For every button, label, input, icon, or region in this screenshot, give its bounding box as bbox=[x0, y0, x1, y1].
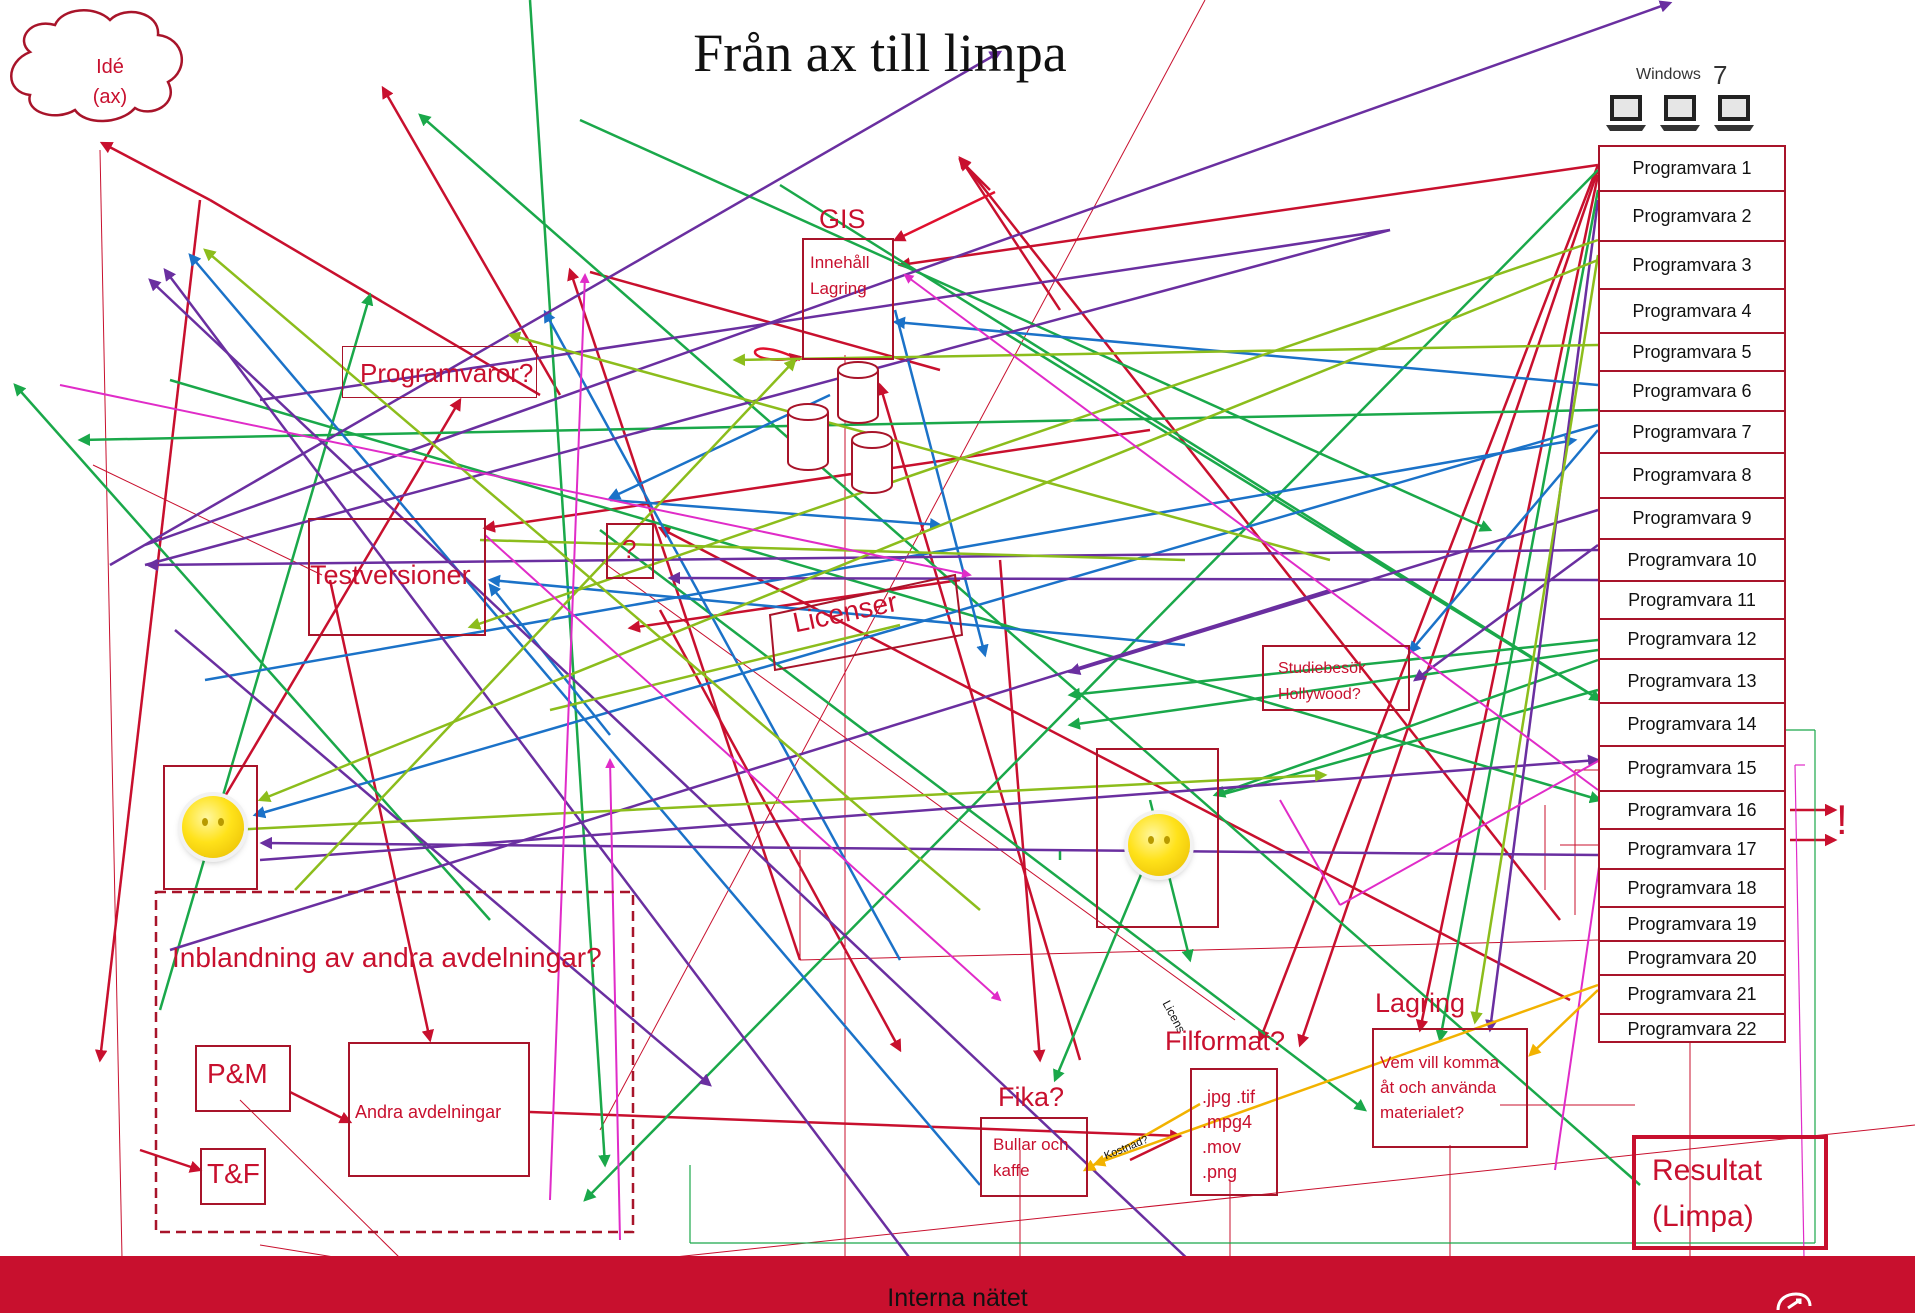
programvaror-label: Programvaror? bbox=[360, 358, 534, 388]
gis-title: GIS bbox=[819, 204, 866, 234]
idea-label: Idé (ax) bbox=[92, 56, 128, 108]
licenser-box bbox=[768, 573, 964, 672]
software-item: Programvara 20 bbox=[1598, 940, 1786, 974]
fika-content: Bullar och kaffe bbox=[993, 1135, 1069, 1180]
programvaror-box bbox=[342, 346, 537, 398]
software-item: Programvara 13 bbox=[1598, 658, 1786, 702]
tf-label: T&F bbox=[207, 1158, 260, 1189]
testversioner-box bbox=[308, 518, 486, 636]
magenta-arrows bbox=[59, 273, 1601, 1241]
gis-box bbox=[802, 238, 894, 360]
smiley-box-right bbox=[1096, 748, 1219, 928]
software-item: Programvara 18 bbox=[1598, 868, 1786, 906]
andra-avdelningar-box bbox=[348, 1042, 530, 1177]
software-item: Programvara 3 bbox=[1598, 240, 1786, 288]
windows-version: 7 bbox=[1713, 60, 1728, 90]
pm-label: P&M bbox=[207, 1058, 268, 1089]
gis-content: Innehåll Lagring bbox=[810, 253, 870, 298]
software-item: Programvara 12 bbox=[1598, 618, 1786, 658]
studiebesok-box bbox=[1262, 645, 1410, 711]
software-item: Programvara 8 bbox=[1598, 452, 1786, 497]
laptop-icons bbox=[1606, 95, 1754, 131]
smiley-icon bbox=[1128, 814, 1190, 876]
software-item: Programvara 19 bbox=[1598, 906, 1786, 940]
question-box bbox=[606, 523, 654, 579]
resultat-box bbox=[1632, 1135, 1828, 1250]
filformat-title: Filformat? bbox=[1165, 1026, 1286, 1056]
magenta-thin bbox=[1794, 764, 1806, 1313]
software-item: Programvara 22 bbox=[1598, 1013, 1786, 1043]
software-item: Programvara 14 bbox=[1598, 702, 1786, 745]
software-item: Programvara 17 bbox=[1598, 828, 1786, 868]
exclamation-label: ! bbox=[1836, 796, 1848, 843]
lagring-title: Lagring bbox=[1375, 988, 1466, 1018]
idea-cloud-icon bbox=[10, 9, 184, 123]
software-item: Programvara 7 bbox=[1598, 410, 1786, 452]
page-title: Från ax till limpa bbox=[693, 23, 1067, 83]
red-arrows bbox=[94, 85, 1838, 1173]
software-item: Programvara 10 bbox=[1598, 538, 1786, 580]
software-item: Programvara 2 bbox=[1598, 190, 1786, 240]
orange-arrows bbox=[1082, 983, 1599, 1172]
resultat-label: Resultat (Limpa) bbox=[1652, 1154, 1763, 1233]
software-item: Programvara 21 bbox=[1598, 974, 1786, 1013]
software-item: Programvara 11 bbox=[1598, 580, 1786, 618]
footer-logo-icon bbox=[1776, 1292, 1812, 1311]
footer-bar bbox=[0, 1256, 1915, 1313]
lime-arrows bbox=[203, 238, 1600, 1025]
fika-title: Fika? bbox=[998, 1082, 1065, 1112]
filformat-content: .jpg .tif .mpg4 .mov .png bbox=[1202, 1087, 1256, 1182]
lagring-box bbox=[1372, 1028, 1528, 1148]
footer-label: Interna nätet bbox=[887, 1284, 1028, 1312]
smiley-box-left bbox=[163, 765, 258, 890]
software-item: Programvara 1 bbox=[1598, 145, 1786, 190]
database-cylinders bbox=[787, 361, 893, 494]
inblandning-label: Inblandning av andra avdelningar? bbox=[172, 942, 602, 973]
testversioner-label: Testversioner bbox=[310, 560, 471, 590]
andra-avdelningar-label: Andra avdelningar bbox=[355, 1102, 502, 1122]
software-item: Programvara 6 bbox=[1598, 370, 1786, 410]
inblandning-dashed-box bbox=[154, 890, 635, 1234]
software-item: Programvara 4 bbox=[1598, 288, 1786, 332]
tf-box bbox=[200, 1148, 266, 1205]
software-item: Programvara 15 bbox=[1598, 745, 1786, 790]
software-item: Programvara 9 bbox=[1598, 497, 1786, 538]
question-label: ? bbox=[622, 534, 637, 564]
filformat-box bbox=[1190, 1068, 1278, 1196]
lagring-content: Vem vill komma åt och använda materialet… bbox=[1380, 1053, 1500, 1122]
software-item: Programvara 5 bbox=[1598, 332, 1786, 370]
smiley-icon bbox=[182, 796, 244, 858]
blue-arrows bbox=[188, 253, 1599, 1186]
fika-box bbox=[980, 1117, 1088, 1197]
windows-label: Windows bbox=[1636, 66, 1701, 83]
software-item: Programvara 16 bbox=[1598, 790, 1786, 828]
pm-box bbox=[195, 1045, 291, 1112]
purple-arrows bbox=[109, 0, 1673, 1286]
studiebesok-label: Studiebesök Hollywood? bbox=[1278, 660, 1367, 703]
